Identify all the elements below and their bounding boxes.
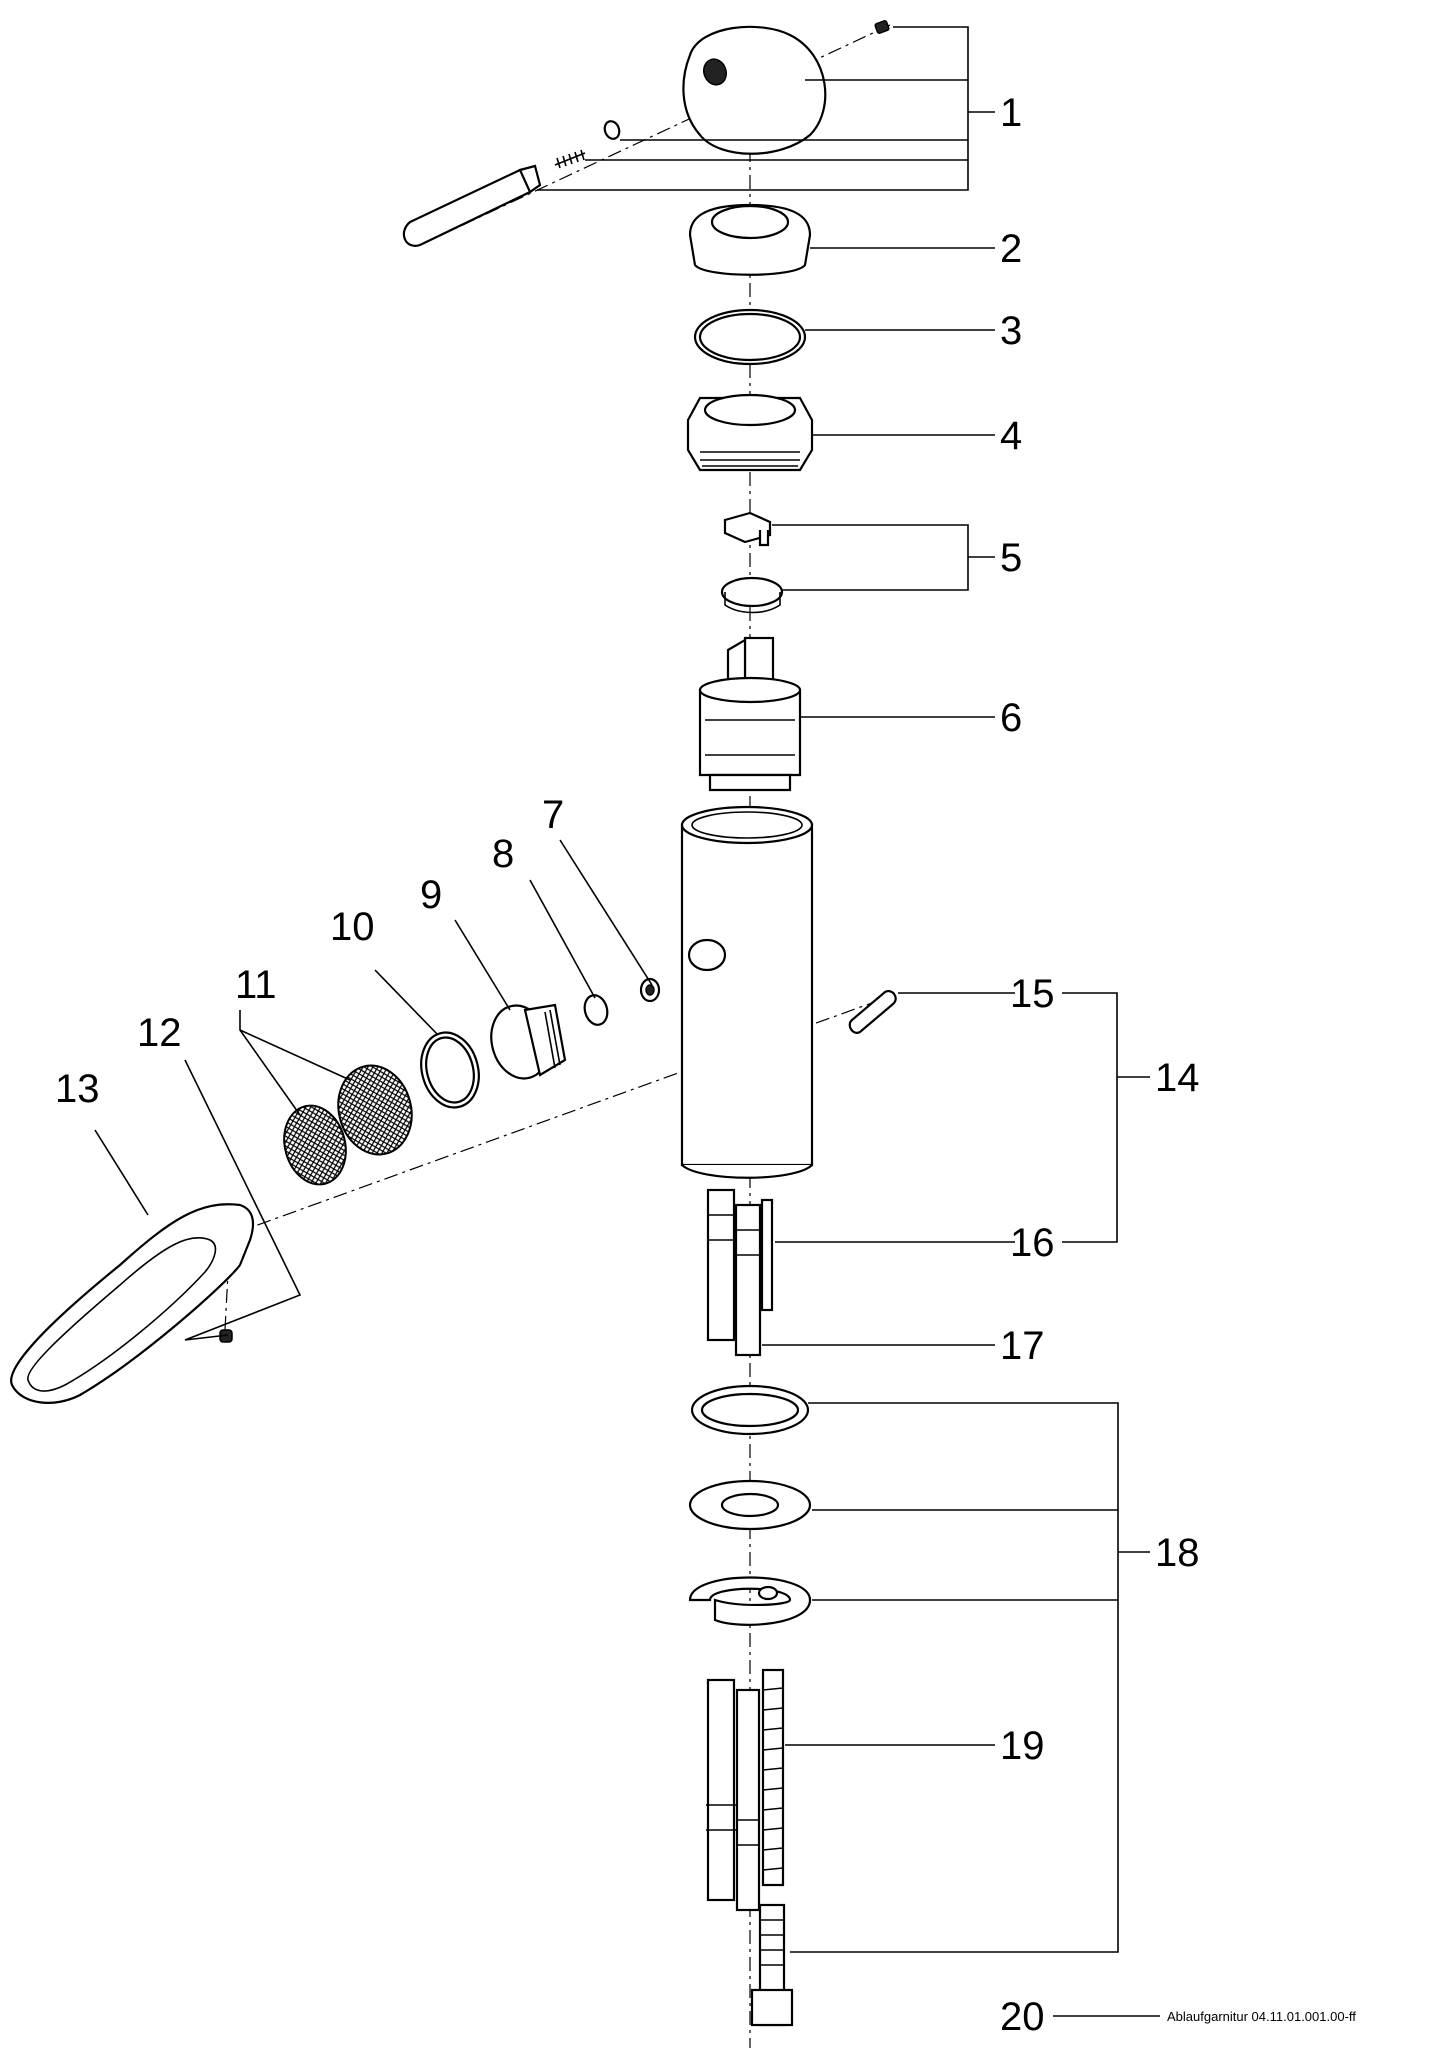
part-8-seal-ring — [583, 994, 609, 1026]
callout-11: 11 — [235, 963, 277, 1007]
callout-13: 13 — [55, 1067, 100, 1111]
part-2-cover-cap — [688, 203, 812, 276]
callout-3: 3 — [1000, 309, 1022, 353]
callout-labels: 1 2 3 4 5 6 7 8 9 10 11 12 13 14 15 16 1… — [55, 91, 1356, 2039]
part-20-threaded-stud — [750, 1903, 794, 2027]
callout-16: 16 — [1010, 1221, 1055, 1265]
callout-7: 7 — [542, 793, 564, 837]
part-3-o-ring — [693, 308, 807, 366]
callout-6: 6 — [1000, 696, 1022, 740]
part-5-retaining-clip — [720, 511, 784, 614]
callout-4: 4 — [1000, 414, 1022, 458]
callout-9: 9 — [420, 873, 442, 917]
part-4-threaded-nut — [686, 393, 814, 472]
callout-1: 1 — [1000, 91, 1022, 135]
part-17-hoses — [706, 1188, 762, 1357]
part-16-rod — [760, 1198, 774, 1312]
part-10-gasket — [420, 1031, 480, 1109]
mixer-body-tube — [680, 805, 814, 1179]
part-9-aerator-housing — [490, 1003, 567, 1080]
callout-20: 20 — [1000, 1995, 1045, 2039]
part-18-mounting-set — [688, 1384, 812, 1626]
part-1-lever-handle — [402, 20, 890, 247]
spring-pin-icon — [554, 149, 586, 169]
callout-18: 18 — [1155, 1531, 1200, 1575]
part-13-spout — [10, 1203, 255, 1404]
callout-17: 17 — [1000, 1324, 1045, 1368]
callout-5: 5 — [1000, 536, 1022, 580]
part-6-cartridge — [698, 636, 802, 792]
part-15-pin — [848, 990, 897, 1034]
reference-note: Ablaufgarnitur 04.11.01.001.00-ff — [1167, 2009, 1356, 2024]
part-11-mesh-screens — [283, 1064, 413, 1186]
part-19-supply-hoses — [706, 1668, 785, 1912]
callout-12: 12 — [137, 1011, 182, 1055]
callout-10: 10 — [330, 905, 375, 949]
callout-14: 14 — [1155, 1056, 1200, 1100]
part-7-small-nut — [639, 977, 661, 1003]
callout-15: 15 — [1010, 972, 1055, 1016]
grub-screw-icon — [874, 20, 890, 34]
callout-2: 2 — [1000, 227, 1022, 271]
washer-icon — [603, 120, 621, 140]
callout-19: 19 — [1000, 1724, 1045, 1768]
callout-8: 8 — [492, 832, 514, 876]
leader-lines — [94, 26, 1160, 2017]
